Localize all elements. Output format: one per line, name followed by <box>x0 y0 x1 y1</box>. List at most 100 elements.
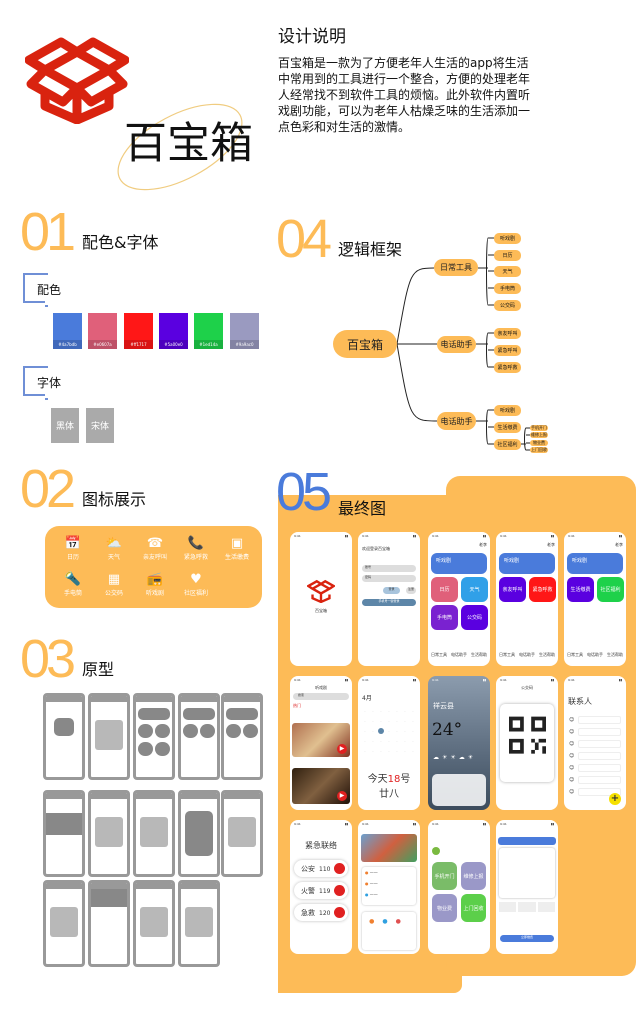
phone-call-icon[interactable] <box>334 863 345 874</box>
amount-options[interactable] <box>499 902 555 912</box>
wireframe-block <box>138 742 153 756</box>
home-tile[interactable]: 亲友呼叫 <box>499 577 526 602</box>
nav-tab[interactable]: 日常工具 <box>567 652 583 657</box>
calendar-day[interactable]: · <box>388 739 390 743</box>
calendar-day[interactable]: · <box>388 749 390 753</box>
home-tile[interactable]: 日历 <box>431 577 458 602</box>
contact-row[interactable] <box>578 764 621 772</box>
calendar-day[interactable]: · <box>412 719 414 723</box>
screen-title: 公交码 <box>521 685 533 690</box>
mindmap-subleaf: 上门回收 <box>530 447 548 453</box>
opera-video-thumbnail[interactable]: ▶ <box>292 768 350 804</box>
calendar-day[interactable]: · <box>396 739 398 743</box>
calendar-day[interactable]: · <box>404 709 406 713</box>
phone-call-icon[interactable] <box>334 907 345 918</box>
pay-now-button[interactable]: 立即缴费 <box>500 935 554 942</box>
calendar-day[interactable]: · <box>372 739 374 743</box>
swatch-hex: #4a7bdb <box>53 340 82 349</box>
home-tile[interactable]: 生活缴费 <box>567 577 594 602</box>
calendar-day[interactable]: · <box>396 749 398 753</box>
calendar-day[interactable]: · <box>412 709 414 713</box>
repair-report-tile[interactable]: 维修上报 <box>461 862 486 890</box>
weather-city: 祥云县 <box>433 702 454 710</box>
door-open-tile[interactable]: 手机开门 <box>432 862 457 890</box>
nav-tab[interactable]: 电话助手 <box>519 652 535 657</box>
screen-weather: 9:41▮▮ 祥云县 24° ☁☀☀☁☀ <box>428 676 490 810</box>
opera-banner[interactable]: 听戏剧 <box>567 553 623 574</box>
contact-row[interactable] <box>578 728 621 736</box>
search-input[interactable]: 搜索 <box>293 693 349 700</box>
calendar-day[interactable]: · <box>396 729 398 733</box>
nav-tab[interactable]: 电话助手 <box>587 652 603 657</box>
calendar-day[interactable]: · <box>380 719 382 723</box>
community-list[interactable]: ● ——● ——● —— <box>362 867 416 905</box>
calendar-day[interactable]: · <box>404 749 406 753</box>
calendar-day[interactable]: · <box>372 749 374 753</box>
contact-row[interactable] <box>578 788 621 796</box>
recycling-tile[interactable]: 上门回收 <box>461 894 486 922</box>
wireframe-header <box>46 793 82 799</box>
nav-tab[interactable]: 日常工具 <box>431 652 447 657</box>
opera-video-thumbnail[interactable]: ▶ <box>292 723 350 757</box>
calendar-day[interactable]: · <box>388 719 390 723</box>
calendar-day[interactable]: · <box>380 739 382 743</box>
nav-tab[interactable]: 日常工具 <box>499 652 515 657</box>
calendar-day[interactable]: · <box>396 719 398 723</box>
home-tile[interactable]: 社区福利 <box>597 577 624 602</box>
calendar-day[interactable]: · <box>404 739 406 743</box>
property-fee-tile[interactable]: 物业费 <box>432 894 457 922</box>
prototype-wireframe <box>88 790 130 877</box>
one-click-login-button[interactable]: 手机号一键登录 <box>362 599 416 606</box>
calendar-day[interactable]: · <box>388 709 390 713</box>
nav-tab[interactable]: 生活帮助 <box>539 652 555 657</box>
password-input[interactable]: 密码 <box>362 575 416 582</box>
opera-banner[interactable]: 听戏剧 <box>431 553 487 574</box>
calendar-day[interactable]: · <box>412 729 414 733</box>
calendar-day[interactable]: · <box>378 728 384 734</box>
login-title: 欢迎登录百宝箱 <box>362 546 390 551</box>
calendar-day[interactable]: · <box>364 709 366 713</box>
contact-row[interactable] <box>578 740 621 748</box>
calendar-day[interactable]: · <box>364 719 366 723</box>
contact-row[interactable] <box>578 716 621 724</box>
calendar-day[interactable]: · <box>404 729 406 733</box>
register-button[interactable]: 注册 <box>406 587 416 594</box>
design-description: 百宝箱是一款为了方便老年人生活的app将生活中常用到的工具进行一个整合，方便的处… <box>278 56 531 134</box>
contact-row[interactable] <box>578 776 621 784</box>
mindmap-leaf: 社区福利 <box>494 439 521 450</box>
community-actions[interactable]: ●●● <box>362 912 416 950</box>
calendar-day[interactable]: · <box>388 729 390 733</box>
calendar-day[interactable]: · <box>396 709 398 713</box>
play-icon[interactable]: ▶ <box>337 791 347 801</box>
calendar-day[interactable]: · <box>364 749 366 753</box>
home-tile[interactable]: 紧急呼救 <box>529 577 556 602</box>
play-icon[interactable]: ▶ <box>337 744 347 754</box>
nav-tab[interactable]: 生活帮助 <box>471 652 487 657</box>
nav-tab[interactable]: 生活帮助 <box>607 652 623 657</box>
account-input[interactable]: 账号 <box>362 565 416 572</box>
opera-banner[interactable]: 听戏剧 <box>499 553 555 574</box>
home-tile[interactable]: 天气 <box>461 577 488 602</box>
calendar-day[interactable]: · <box>412 739 414 743</box>
phone-call-icon[interactable] <box>334 885 345 896</box>
calendar-day[interactable]: · <box>372 709 374 713</box>
calendar-day[interactable]: · <box>412 749 414 753</box>
calendar-day[interactable]: · <box>380 709 382 713</box>
calendar-day[interactable]: · <box>364 739 366 743</box>
calendar-day[interactable]: · <box>372 729 374 733</box>
calendar-day[interactable]: · <box>364 729 366 733</box>
calendar-grid[interactable]: · · · · · · · · · · · · · · · · · · · · · · · · · · · · · · · · · · · <box>362 708 416 758</box>
login-button[interactable]: 登录 <box>383 587 400 594</box>
add-contact-button[interactable]: + <box>609 793 621 805</box>
calendar-day[interactable]: · <box>372 719 374 723</box>
contact-row[interactable] <box>578 752 621 760</box>
calendar-day[interactable]: · <box>404 719 406 723</box>
nav-tab[interactable]: 电话助手 <box>451 652 467 657</box>
home-tile[interactable]: 公交码 <box>461 605 488 630</box>
home-tile[interactable]: 手电筒 <box>431 605 458 630</box>
calendar-day[interactable]: · <box>380 749 382 753</box>
font-sample-songti: 宋体 <box>86 408 114 443</box>
